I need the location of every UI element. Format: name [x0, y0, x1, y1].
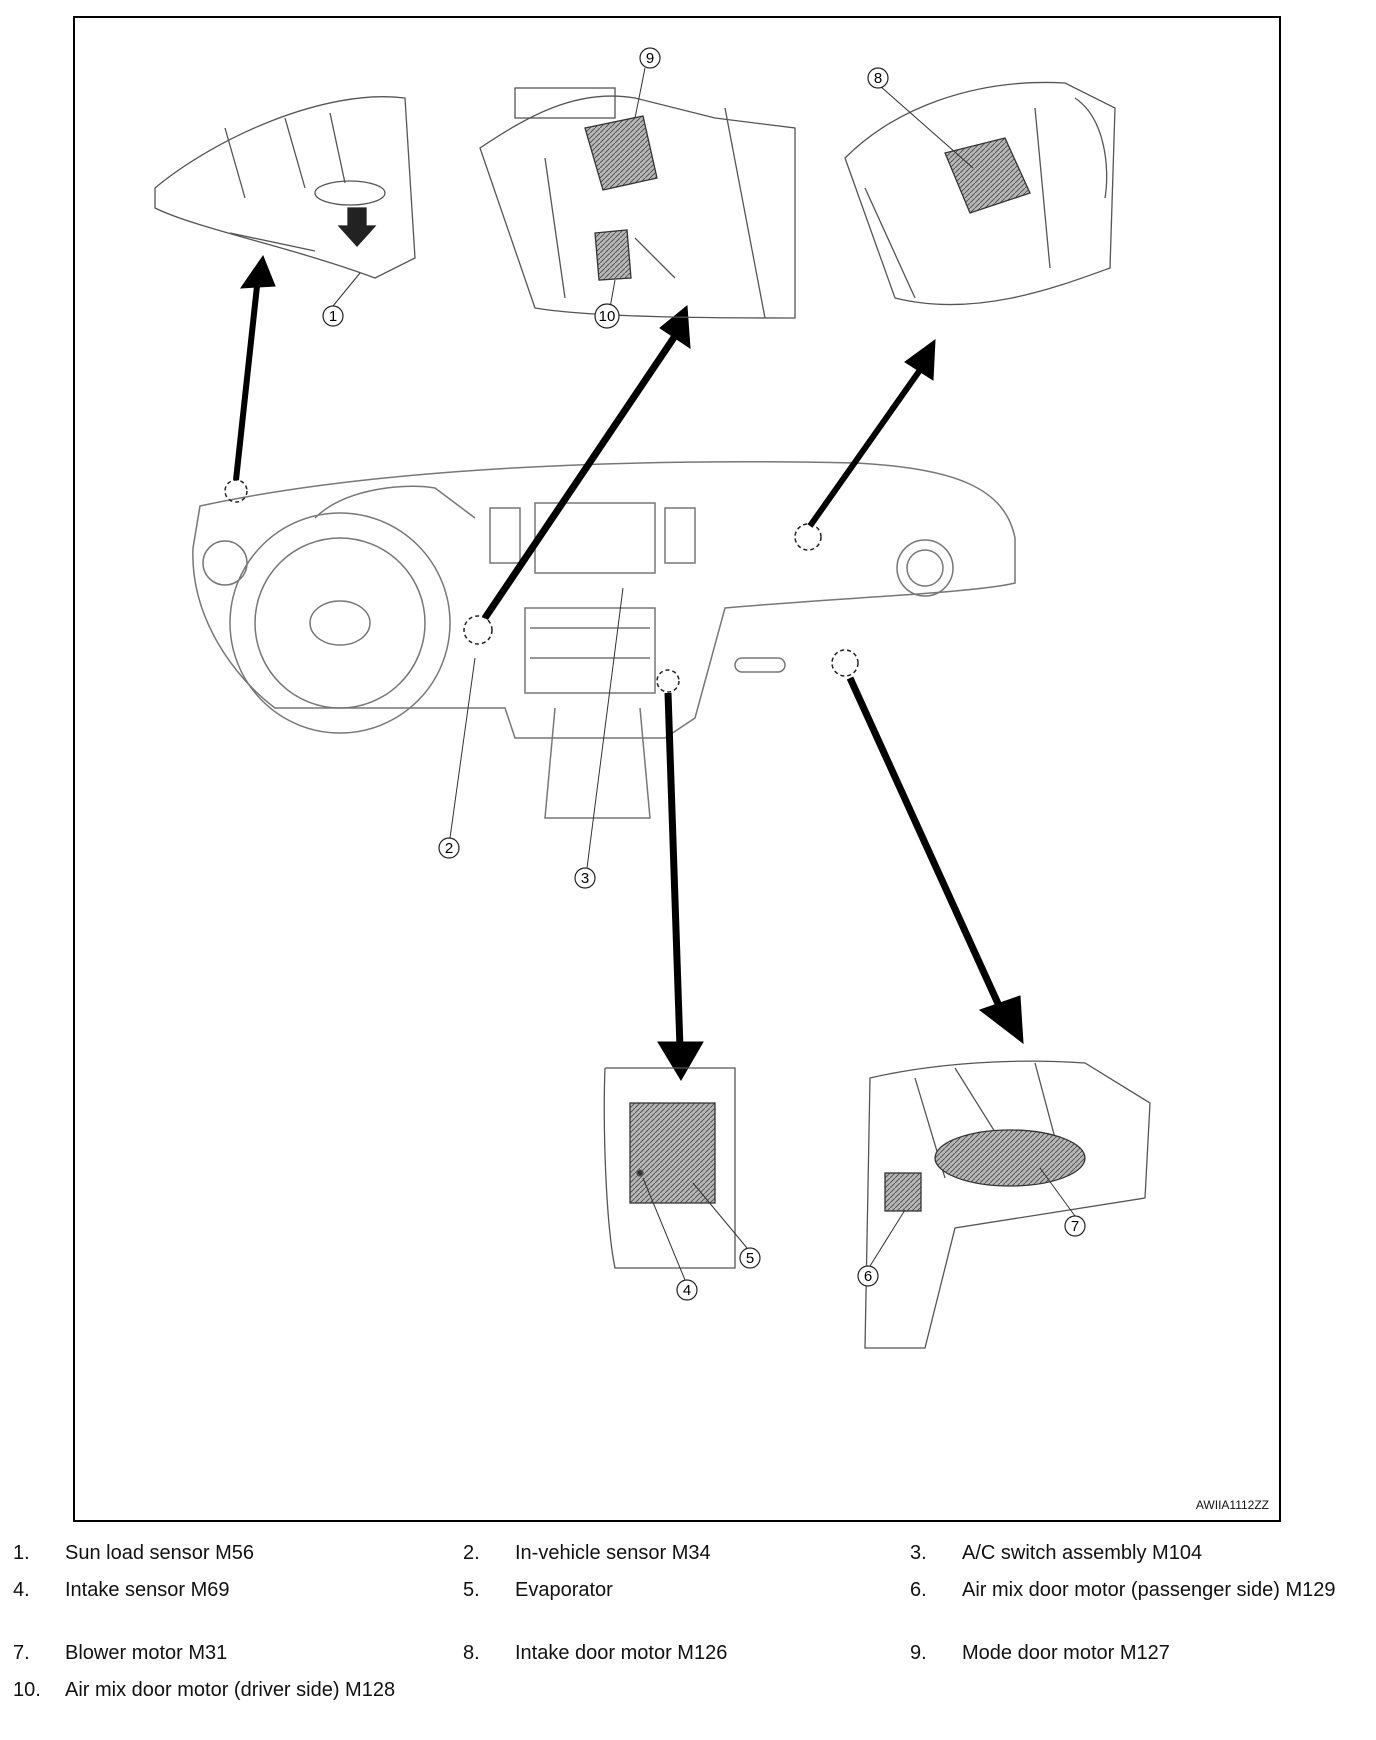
legend-text: Blower motor M31 — [65, 1642, 228, 1664]
legend-text: Mode door motor M127 — [962, 1642, 1170, 1664]
diagram-frame: 1 2 3 4 5 6 7 8 — [73, 16, 1281, 1522]
legend-number: 4. — [13, 1579, 30, 1601]
air-mix-door-motor-driver-shape — [594, 229, 632, 281]
svg-text:4: 4 — [683, 1282, 691, 1299]
detail-blower-motor — [864, 1060, 1151, 1349]
svg-text:2: 2 — [445, 840, 453, 857]
svg-text:1: 1 — [329, 308, 337, 325]
svg-text:5: 5 — [746, 1250, 754, 1267]
callout-3: 3 — [574, 867, 596, 889]
legend-number: 2. — [463, 1542, 480, 1564]
svg-text:10: 10 — [599, 308, 616, 325]
location-marker-6 — [831, 649, 859, 677]
legend-number: 7. — [13, 1642, 30, 1664]
legend-number: 3. — [910, 1542, 927, 1564]
legend-number: 9. — [910, 1642, 927, 1664]
legend-number: 6. — [910, 1579, 927, 1601]
legend-number: 10. — [13, 1679, 41, 1701]
pointer-arrows — [233, 254, 1024, 1081]
svg-text:8: 8 — [874, 70, 882, 87]
mode-door-motor-shape — [584, 115, 658, 191]
legend-number: 8. — [463, 1642, 480, 1664]
legend-text: Intake sensor M69 — [65, 1579, 230, 1601]
dashboard-illustration — [192, 461, 1016, 819]
callout-7: 7 — [1064, 1215, 1086, 1237]
detail-sun-load-sensor — [154, 96, 416, 307]
legend-text: Intake door motor M126 — [515, 1642, 728, 1664]
svg-text:9: 9 — [646, 50, 654, 67]
svg-text:7: 7 — [1071, 1218, 1079, 1235]
blower-motor-shape — [934, 1129, 1086, 1187]
legend-text: In-vehicle sensor M34 — [515, 1542, 711, 1564]
callout-2: 2 — [438, 837, 460, 859]
legend-text: A/C switch assembly M104 — [962, 1542, 1203, 1564]
callout-5: 5 — [739, 1247, 761, 1269]
location-marker-8 — [794, 523, 822, 551]
legend-text: Sun load sensor M56 — [65, 1542, 255, 1564]
legend: 1. Sun load sensor M56 2. In-vehicle sen… — [0, 1540, 1376, 1730]
evaporator-shape — [629, 1102, 716, 1204]
callout-4: 4 — [676, 1279, 698, 1301]
intake-door-motor-shape — [944, 137, 1031, 214]
svg-text:3: 3 — [581, 870, 589, 887]
location-marker-2 — [463, 615, 493, 645]
callout-6: 6 — [857, 1265, 879, 1287]
legend-number: 5. — [463, 1579, 480, 1601]
callout-8: 8 — [867, 67, 889, 89]
legend-number: 1. — [13, 1542, 30, 1564]
location-marker-4 — [656, 669, 680, 693]
component-location-diagram: 1 2 3 4 5 6 7 8 — [154, 47, 1151, 1349]
air-mix-door-motor-passenger-shape — [884, 1172, 922, 1212]
svg-text:6: 6 — [864, 1268, 872, 1285]
location-markers — [224, 479, 859, 693]
callout-10: 10 — [594, 303, 620, 329]
detail-mode-door-motor — [479, 67, 796, 319]
callout-1: 1 — [322, 305, 344, 327]
detail-intake-door-motor — [844, 81, 1116, 306]
legend-text: Evaporator — [515, 1579, 613, 1601]
figure-code: AWIIA1112ZZ — [1195, 1498, 1269, 1512]
legend-text: Air mix door motor (driver side) M128 — [65, 1679, 396, 1701]
detail-intake-sensor-evaporator — [603, 1067, 748, 1281]
legend-text: Air mix door motor (passenger side) M129 — [962, 1579, 1336, 1601]
callout-9: 9 — [639, 47, 661, 69]
